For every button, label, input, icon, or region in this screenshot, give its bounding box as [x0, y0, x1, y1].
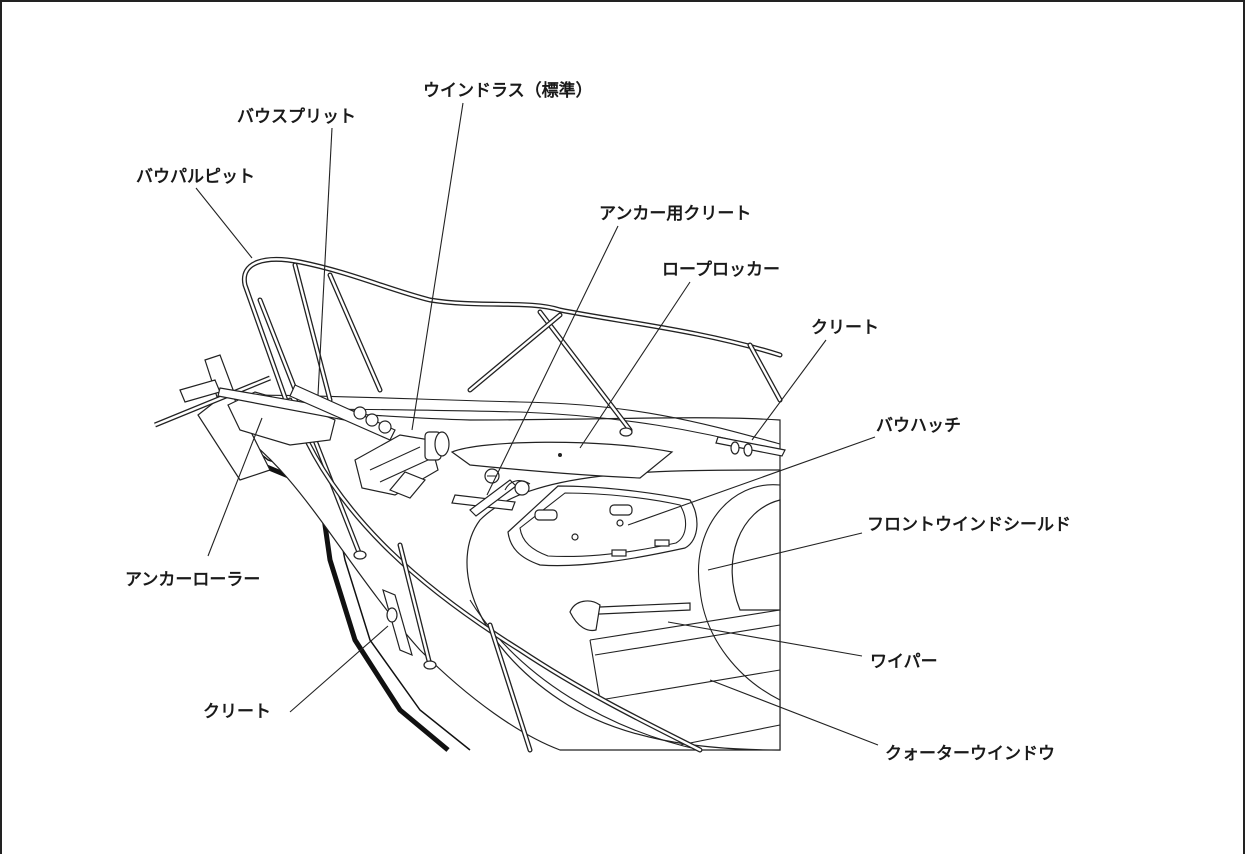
- right-cleat: [715, 436, 786, 457]
- label-bowsprit: バウスプリット: [237, 106, 356, 127]
- left-cleat: [382, 588, 413, 657]
- label-cleat-left: クリート: [203, 702, 271, 722]
- windlass: [354, 431, 450, 499]
- windshield: [589, 499, 781, 746]
- label-cleat-right: クリート: [811, 318, 879, 338]
- bow-hatch: [507, 485, 698, 567]
- label-anchor-roller: アンカーローラー: [125, 570, 260, 590]
- wiper: [569, 600, 691, 632]
- label-quarter-window: クォーターウインドウ: [885, 744, 1055, 764]
- label-rope-locker: ロープロッカー: [662, 259, 780, 280]
- label-bow-pulpit: バウパルピット: [136, 167, 255, 187]
- leader-lines: [195, 102, 879, 746]
- deck-fittings: [451, 468, 531, 517]
- label-bow-hatch: バウハッチ: [876, 416, 961, 436]
- rope-locker-lid: [450, 441, 674, 479]
- label-windlass: ウインドラス（標準）: [423, 80, 593, 101]
- bow-pulpit-rail: [241, 256, 783, 753]
- anchor: [154, 354, 361, 481]
- label-anchor-cleat: アンカー用クリート: [599, 204, 751, 224]
- label-wiper: ワイパー: [870, 652, 938, 672]
- label-front-windshield: フロントウインドシールド: [867, 515, 1071, 535]
